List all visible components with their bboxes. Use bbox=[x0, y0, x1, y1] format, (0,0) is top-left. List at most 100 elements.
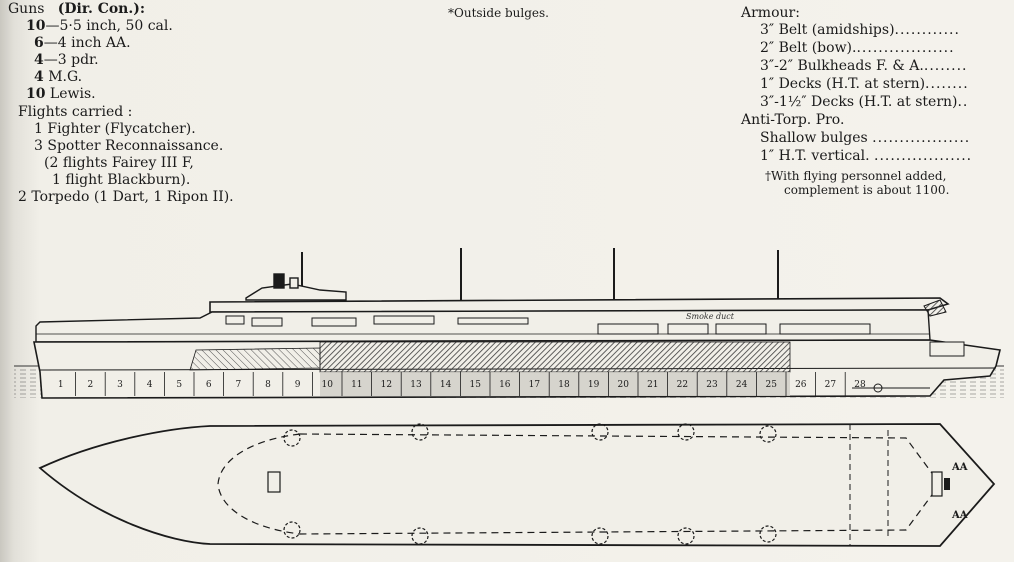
gun-mount-symbol bbox=[411, 423, 429, 441]
gun-desc: —3 pdr. bbox=[43, 52, 99, 68]
anti-torp-label: Shallow bulges bbox=[760, 130, 868, 146]
bulges-note: *Outside bulges. bbox=[448, 6, 549, 20]
section-number: 11 bbox=[351, 380, 362, 390]
smoke-duct-label: Smoke duct bbox=[686, 312, 735, 321]
leader-dots: ........ bbox=[925, 76, 969, 92]
gun-count: 6 bbox=[34, 35, 44, 51]
aa-mark-port: AA bbox=[951, 462, 968, 473]
section-number: 23 bbox=[706, 380, 718, 390]
gun-mount-symbol bbox=[283, 429, 301, 447]
guns-heading-dircon: (Dir. Con.): bbox=[57, 1, 146, 17]
gun-desc: —5·5 inch, 50 cal. bbox=[45, 18, 173, 34]
section-number: 3 bbox=[117, 380, 123, 390]
flights-line: 2 Torpedo (1 Dart, 1 Ripon II). bbox=[18, 189, 234, 205]
section-number: 27 bbox=[825, 380, 837, 390]
section-number: 25 bbox=[765, 380, 777, 390]
section-number: 19 bbox=[588, 380, 600, 390]
armour-item: 3″-2″ Bulkheads F. & A......... bbox=[760, 58, 967, 75]
section-number: 24 bbox=[736, 380, 748, 390]
gun-count: 4 bbox=[34, 69, 44, 85]
guns-item: 4—3 pdr. bbox=[34, 52, 99, 69]
gun-mount-symbol bbox=[677, 527, 695, 545]
armour-item: 3″-1½″ Decks (H.T. at stern).. bbox=[760, 94, 968, 111]
section-number: 13 bbox=[410, 380, 422, 390]
armour-heading: Armour: bbox=[741, 5, 800, 21]
guns-item: 10 Lewis. bbox=[26, 86, 96, 103]
gun-desc: M.G. bbox=[43, 69, 83, 85]
section-number: 26 bbox=[795, 380, 807, 390]
gun-desc: Lewis. bbox=[45, 86, 96, 102]
gun-mount-symbol bbox=[759, 425, 777, 443]
section-dividers bbox=[75, 372, 846, 396]
plan-stern-fitting bbox=[944, 478, 950, 490]
plan-view bbox=[38, 423, 996, 547]
gun-count: 10 bbox=[26, 86, 46, 102]
anti-torp-heading: Anti-Torp. Pro. bbox=[741, 112, 845, 128]
flights-heading: Flights carried : bbox=[18, 104, 133, 120]
island-superstructure bbox=[245, 273, 347, 301]
gun-mount-symbol bbox=[759, 525, 777, 543]
section-number: 16 bbox=[499, 380, 511, 390]
section-number: 9 bbox=[295, 380, 301, 390]
leader-dots: ........ bbox=[923, 58, 968, 74]
section-number: 20 bbox=[617, 380, 629, 390]
gun-mount-symbol bbox=[677, 423, 695, 441]
leader-dots: .................. bbox=[872, 130, 971, 146]
gun-desc: —4 inch AA. bbox=[43, 35, 131, 51]
section-number: 1 bbox=[58, 380, 64, 390]
anti-torp-label: 1″ H.T. vertical. bbox=[760, 148, 870, 164]
guns-item: 4 M.G. bbox=[34, 69, 82, 86]
armour-item: 1″ Decks (H.T. at stern)........ bbox=[760, 76, 969, 93]
section-number: 21 bbox=[647, 380, 658, 390]
flights-line: (2 flights Fairey III F, bbox=[44, 155, 194, 171]
anti-torp-item: Shallow bulges .................. bbox=[760, 130, 970, 147]
complement-note-line1: †With flying personnel added, bbox=[765, 169, 947, 183]
plan-outline bbox=[38, 423, 996, 547]
armour-item: 3″ Belt (amidships)............ bbox=[760, 22, 960, 39]
flights-line: 1 flight Blackburn). bbox=[52, 172, 191, 188]
plan-forward-edge bbox=[217, 433, 301, 535]
gun-count: 4 bbox=[34, 52, 44, 68]
guns-item: 6—4 inch AA. bbox=[34, 35, 131, 52]
section-number: 22 bbox=[677, 380, 688, 390]
anti-torp-item: 1″ H.T. vertical. .................. bbox=[760, 148, 972, 165]
armour-item: 2″ Belt (bow)................... bbox=[760, 40, 955, 57]
section-number: 2 bbox=[88, 380, 94, 390]
armour-belt bbox=[189, 341, 791, 396]
leader-dots: .................. bbox=[874, 148, 973, 164]
flights-line: 3 Spotter Reconnaissance. bbox=[34, 138, 224, 154]
section-number: 10 bbox=[321, 380, 333, 390]
armour-label: 3″-1½″ Decks (H.T. at stern) bbox=[760, 94, 958, 110]
section-number: 14 bbox=[440, 380, 452, 390]
armour-label: 2″ Belt (bow). bbox=[760, 40, 857, 56]
armour-label: 1″ Decks (H.T. at stern) bbox=[760, 76, 926, 92]
leader-dots: .................. bbox=[856, 40, 955, 56]
guns-item: 10—5·5 inch, 50 cal. bbox=[26, 18, 173, 35]
gun-mount-symbol bbox=[411, 527, 429, 545]
aa-mark-starboard: AA bbox=[951, 510, 968, 521]
stern-detail bbox=[852, 299, 965, 393]
section-number: 17 bbox=[529, 380, 541, 390]
section-number: 8 bbox=[265, 380, 271, 390]
section-number: 18 bbox=[558, 380, 570, 390]
armour-label: 3″ Belt (amidships) bbox=[760, 22, 895, 38]
complement-note-line2: complement is about 1100. bbox=[784, 183, 950, 197]
flights-line: 1 Fighter (Flycatcher). bbox=[34, 121, 196, 137]
leader-dots: ............ bbox=[894, 22, 960, 38]
section-number: 4 bbox=[147, 380, 153, 390]
hangar-openings bbox=[225, 315, 871, 335]
armour-label: 3″-2″ Bulkheads F. & A. bbox=[760, 58, 924, 74]
section-number: 6 bbox=[206, 380, 212, 390]
guns-heading: Guns (Dir. Con.): bbox=[8, 1, 145, 18]
plan-turrets bbox=[283, 423, 777, 545]
section-number: 12 bbox=[381, 380, 392, 390]
section-number: 5 bbox=[176, 380, 182, 390]
gun-count: 10 bbox=[26, 18, 46, 34]
gun-mount-symbol bbox=[283, 521, 301, 539]
section-number: 7 bbox=[236, 380, 242, 390]
guns-heading-label: Guns bbox=[8, 1, 45, 17]
leader-dots: .. bbox=[957, 94, 969, 110]
plan-hatch bbox=[267, 471, 281, 493]
